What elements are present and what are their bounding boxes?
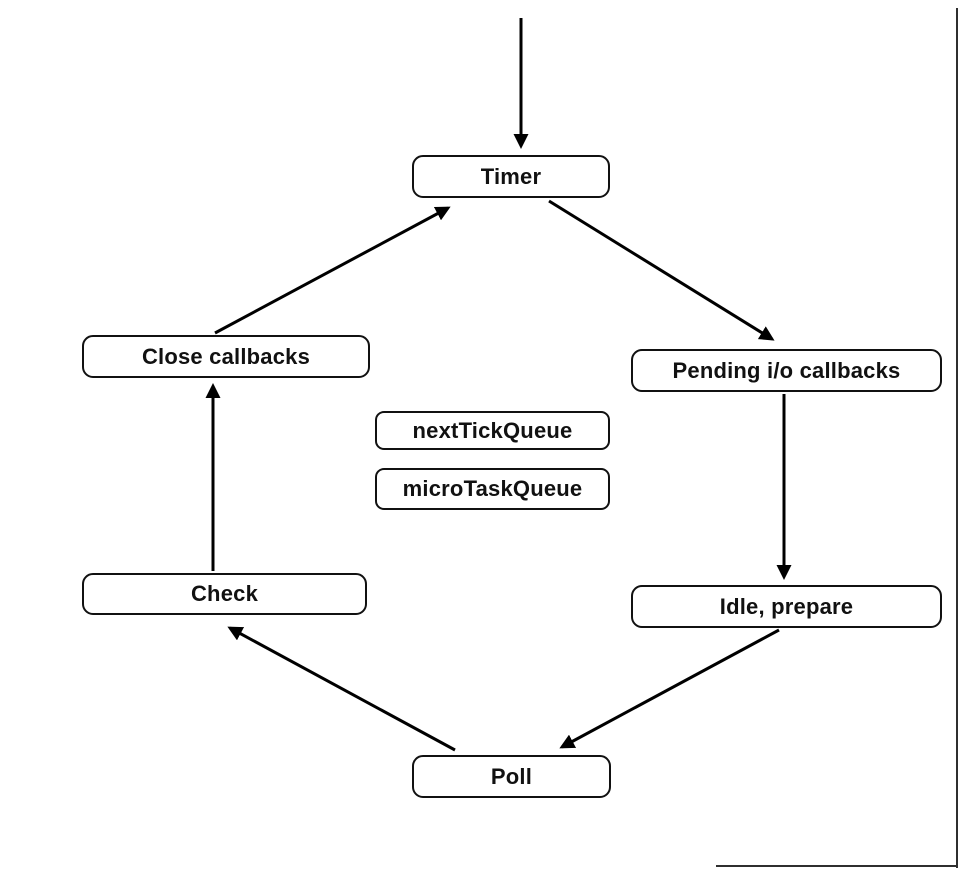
edge-close-callbacks-to-timer bbox=[214, 206, 451, 335]
edge-poll-to-check bbox=[227, 626, 456, 752]
node-idle-prepare: Idle, prepare bbox=[631, 585, 942, 628]
node-poll: Poll bbox=[412, 755, 611, 798]
node-pending-io-callbacks: Pending i/o callbacks bbox=[631, 349, 942, 392]
node-close-callbacks: Close callbacks bbox=[82, 335, 370, 378]
node-timer: Timer bbox=[412, 155, 610, 198]
node-next-tick-queue: nextTickQueue bbox=[375, 411, 610, 450]
edge-timer-to-pending-io bbox=[548, 199, 775, 341]
node-check: Check bbox=[82, 573, 367, 615]
edge-idle-prepare-to-poll bbox=[559, 628, 780, 749]
node-micro-task-queue: microTaskQueue bbox=[375, 468, 610, 510]
